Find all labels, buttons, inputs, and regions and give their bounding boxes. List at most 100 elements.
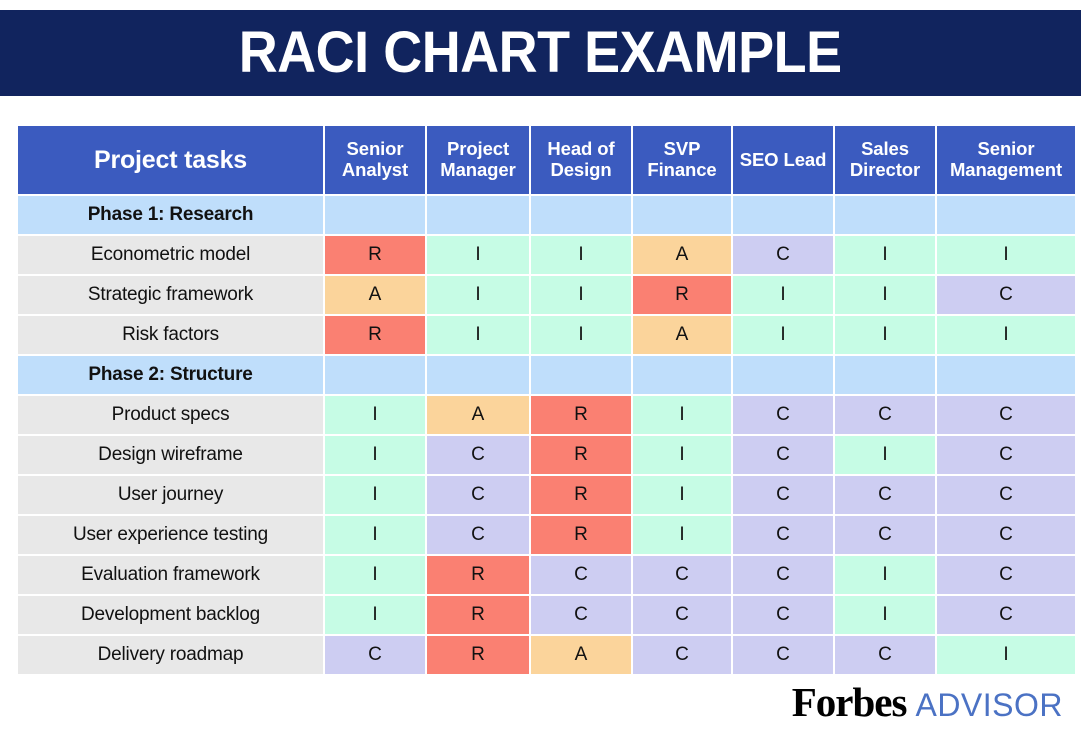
raci-cell: C [937, 476, 1075, 514]
phase-spacer-cell [835, 196, 935, 234]
raci-cell: A [633, 316, 731, 354]
raci-cell: I [427, 316, 529, 354]
phase-label: Phase 2: Structure [18, 356, 323, 394]
column-header-svp-finance: SVP Finance [633, 126, 731, 194]
raci-cell: C [937, 556, 1075, 594]
page-title: RACI CHART EXAMPLE [239, 20, 842, 85]
task-label: User journey [18, 476, 323, 514]
advisor-wordmark: ADVISOR [915, 687, 1063, 723]
forbes-advisor-logo: Forbes ADVISOR [792, 682, 1063, 723]
raci-cell: I [531, 236, 631, 274]
raci-cell: I [835, 276, 935, 314]
raci-cell: C [427, 476, 529, 514]
raci-cell: C [733, 636, 833, 674]
phase-spacer-cell [427, 196, 529, 234]
phase-spacer-cell [733, 356, 833, 394]
phase-spacer-cell [937, 196, 1075, 234]
raci-cell: C [531, 556, 631, 594]
raci-cell: C [835, 636, 935, 674]
raci-cell: C [633, 636, 731, 674]
raci-cell: I [937, 316, 1075, 354]
raci-cell: R [531, 476, 631, 514]
raci-cell: C [733, 596, 833, 634]
raci-cell: I [427, 236, 529, 274]
task-label: Strategic framework [18, 276, 323, 314]
phase-spacer-cell [325, 356, 425, 394]
raci-cell: I [325, 396, 425, 434]
phase-spacer-cell [531, 356, 631, 394]
raci-cell: C [633, 556, 731, 594]
raci-cell: R [531, 516, 631, 554]
phase-spacer-cell [325, 196, 425, 234]
phase-spacer-cell [633, 196, 731, 234]
raci-cell: C [325, 636, 425, 674]
raci-cell: R [325, 236, 425, 274]
raci-cell: C [937, 596, 1075, 634]
raci-cell: I [633, 396, 731, 434]
raci-cell: R [325, 316, 425, 354]
phase-spacer-cell [531, 196, 631, 234]
raci-cell: C [835, 516, 935, 554]
raci-cell: I [325, 596, 425, 634]
header-row: Project tasks Senior Analyst Project Man… [18, 126, 1075, 194]
raci-cell: I [633, 476, 731, 514]
raci-cell: C [733, 476, 833, 514]
column-header-senior-management: Senior Management [937, 126, 1075, 194]
raci-cell: R [427, 556, 529, 594]
raci-cell: R [531, 396, 631, 434]
raci-cell: I [733, 276, 833, 314]
task-label: Risk factors [18, 316, 323, 354]
title-banner: RACI CHART EXAMPLE [0, 10, 1081, 96]
raci-cell: C [427, 516, 529, 554]
task-label: Design wireframe [18, 436, 323, 474]
raci-cell: C [733, 556, 833, 594]
raci-cell: I [733, 316, 833, 354]
task-label: Econometric model [18, 236, 323, 274]
raci-cell: I [531, 276, 631, 314]
phase-label: Phase 1: Research [18, 196, 323, 234]
phase-spacer-cell [633, 356, 731, 394]
raci-cell: I [325, 516, 425, 554]
raci-cell: C [733, 236, 833, 274]
raci-cell: I [325, 476, 425, 514]
raci-cell: C [835, 396, 935, 434]
raci-cell: I [835, 316, 935, 354]
raci-cell: I [531, 316, 631, 354]
raci-cell: I [633, 436, 731, 474]
raci-cell: I [937, 236, 1075, 274]
forbes-wordmark: Forbes [791, 679, 908, 725]
task-label: Development backlog [18, 596, 323, 634]
phase-row: Phase 2: Structure [18, 356, 1075, 394]
column-header-seo-lead: SEO Lead [733, 126, 833, 194]
task-label: Delivery roadmap [18, 636, 323, 674]
column-header-sales-director: Sales Director [835, 126, 935, 194]
column-header-project-tasks: Project tasks [18, 126, 323, 194]
task-label: User experience testing [18, 516, 323, 554]
raci-cell: I [633, 516, 731, 554]
raci-cell: R [427, 636, 529, 674]
raci-cell: C [633, 596, 731, 634]
raci-cell: R [531, 436, 631, 474]
raci-cell: I [835, 436, 935, 474]
raci-cell: C [937, 436, 1075, 474]
raci-cell: A [633, 236, 731, 274]
raci-cell: R [633, 276, 731, 314]
raci-cell: C [733, 396, 833, 434]
column-header-senior-analyst: Senior Analyst [325, 126, 425, 194]
raci-cell: C [937, 516, 1075, 554]
table-header: Project tasks Senior Analyst Project Man… [18, 126, 1075, 194]
raci-cell: R [427, 596, 529, 634]
raci-cell: I [325, 436, 425, 474]
raci-cell: A [325, 276, 425, 314]
raci-cell: I [835, 596, 935, 634]
